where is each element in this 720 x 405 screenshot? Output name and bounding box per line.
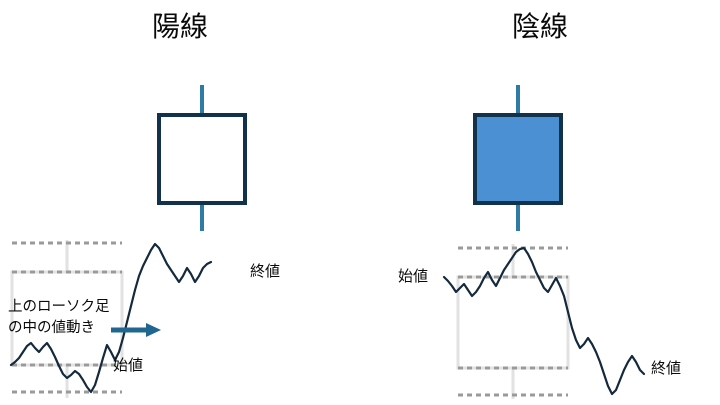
explanatory-note: 上のローソク足 の中の値動き: [8, 299, 110, 336]
candlestick-bullish: [0, 0, 360, 245]
label-open-bullish: 始値: [113, 356, 144, 374]
panel-bullish: 陽線: [0, 0, 360, 405]
candle-body-bullish: [157, 113, 247, 205]
lower-wick-bullish: [200, 200, 204, 231]
candle-body-bearish: [473, 113, 563, 205]
body-outline-guide-bearish: [456, 275, 570, 370]
mini-chart-bearish: 始値 終値: [360, 236, 720, 405]
label-open-bearish: 始値: [398, 267, 429, 285]
candlestick-bearish: [360, 0, 720, 245]
price-path-svg-bullish: [9, 240, 213, 398]
upper-wick-bullish: [200, 85, 204, 115]
label-close-bearish: 終値: [651, 359, 682, 377]
lower-wick-bearish: [516, 200, 520, 231]
panel-bearish: 陰線 始値 終値: [360, 0, 720, 405]
panel-title-bearish: 陰線: [511, 10, 568, 43]
upper-wick-bearish: [516, 85, 520, 115]
right-arrow-icon: [111, 323, 161, 337]
price-line-bullish: [9, 242, 213, 394]
price-line-bearish: [442, 246, 646, 396]
panel-title-bullish: 陽線: [151, 10, 208, 43]
price-path-svg-bearish: [442, 244, 646, 399]
mini-chart-bullish: 終値 始値: [0, 236, 360, 405]
label-close-bullish: 終値: [250, 262, 281, 280]
